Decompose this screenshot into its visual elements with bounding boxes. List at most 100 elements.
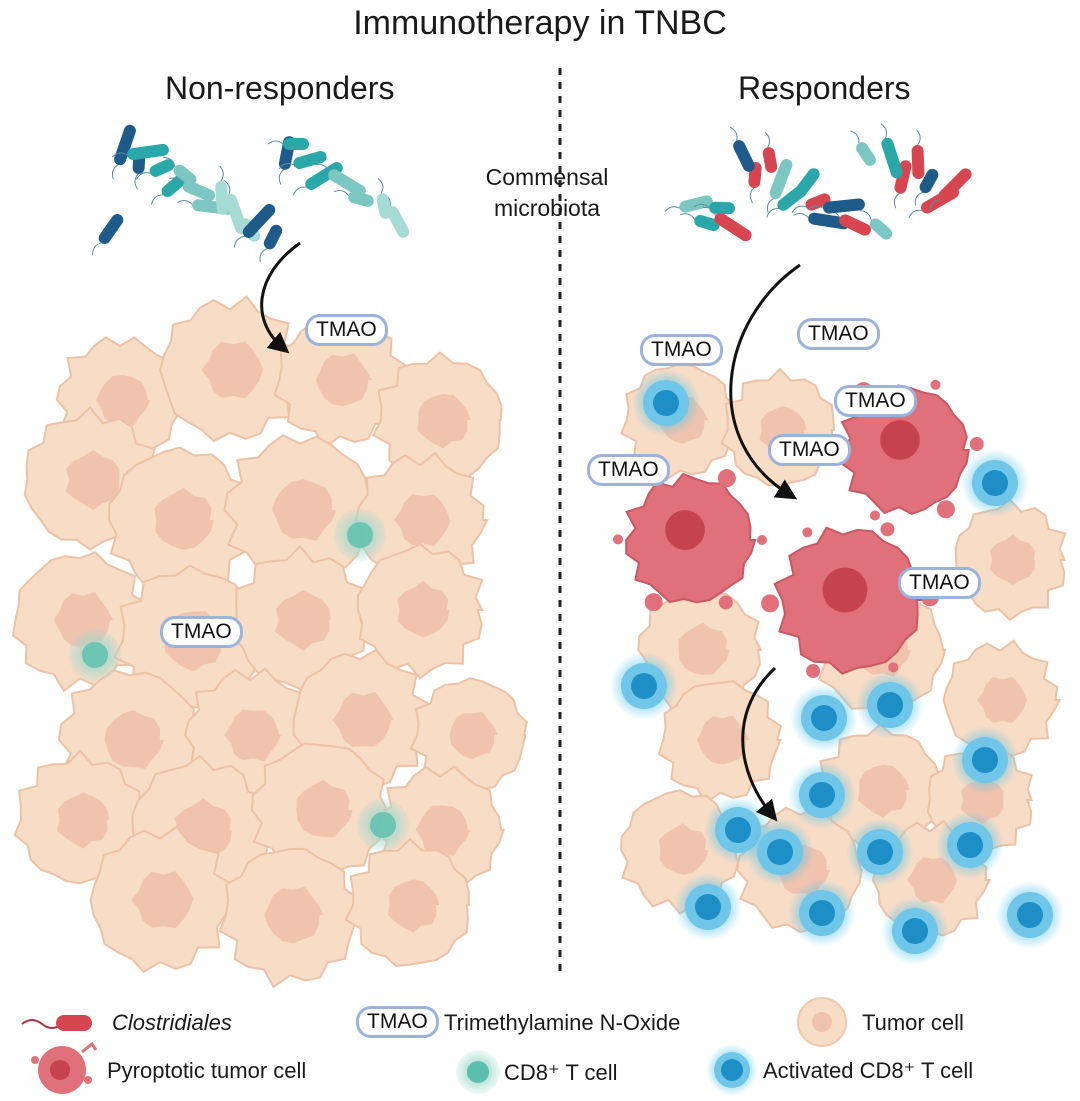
tumor-nucleus [906,857,958,904]
tumor-nucleus [417,394,471,449]
tumor-nucleus [415,805,471,856]
activated-cd8-t-cell-nucleus [1017,902,1043,928]
clostridiales-icon [21,1015,92,1031]
pyroptotic-bleb [870,510,881,521]
legend-cd8-t-cell: CD8⁺ T cell [504,1060,618,1085]
bacterium-flagellum [893,193,900,209]
bacterium [881,137,903,179]
tmao-badge: TMAO [898,567,981,599]
tumor-nucleus [296,780,353,838]
tmao-badge: TMAO [160,616,243,648]
bacterium-flagellum [278,162,294,170]
bacterium [149,159,175,177]
bacterium-flagellum [259,248,268,263]
bacterium-flagellum [729,126,738,141]
bacterium [823,198,865,214]
pyroptotic-bleb [936,500,955,519]
bacterium-flagellum [859,210,872,221]
pyroptotic-bleb [718,595,733,610]
activated-cd8-t-cell-nucleus [725,817,751,843]
microbiota-cluster-left [92,124,410,263]
pyroptotic-tumor-cell-icon [31,1041,98,1094]
bacterium-flagellum [914,191,923,206]
activated-cd8-t-cell-nucleus [957,832,983,858]
arrow-pyroptosis-to-tcells [741,666,778,822]
bacterium-flagellum [177,200,193,205]
pyroptotic-bleb [888,662,899,673]
bacterium-flagellum [793,213,809,219]
activated-cd8-t-cell-nucleus [811,705,837,731]
bacterium-flagellum [749,187,755,204]
bacterium-flagellum [134,173,139,190]
pyroptotic-nucleus [665,510,705,550]
bacterium-flagellum [766,207,779,218]
legend-clostridiales: Clostridiales [112,1010,232,1035]
bacterium [376,193,392,219]
tumor-nucleus [332,691,394,747]
activated-cd8-t-cell-nucleus [982,470,1008,496]
bacterium [305,162,343,190]
pyroptotic-bleb [930,379,941,390]
bacterium [348,191,374,207]
bacterium [805,193,831,211]
bacterium [919,168,939,194]
cd8-t-cell-nucleus [347,522,373,548]
bacterium-flagellum [278,169,285,185]
bacterium-flagellum [807,205,824,211]
pyroptotic-nucleus [880,420,920,460]
tumor-nucleus [275,590,331,651]
bacterium [894,160,912,194]
tmao-badge: TMAO [640,334,723,366]
legend-pyroptotic-tumor-cell: Pyroptotic tumor cell [107,1058,307,1083]
figure-title: Immunotherapy in TNBC [353,4,727,42]
bacterium-flagellum [333,190,349,196]
bacterium [328,169,366,197]
bacterium-flagellum [791,205,807,213]
bacterium-flagellum [293,186,307,196]
tumor-nucleus [658,823,708,875]
bacterium [911,145,925,179]
panel-header-responders: Responders [738,70,911,106]
bacterium [224,193,248,235]
bacterium [769,158,793,200]
arrow-microbiota-to-tumor-right [729,263,801,500]
bacterium-flagellum [908,209,922,219]
bacterium-flagellum [316,163,330,173]
bacterium [679,195,713,213]
bacterium-flagellum [693,203,710,208]
bacterium-flagellum [92,242,102,256]
tumor-nucleus [989,534,1036,585]
pyroptotic-nucleus [822,567,868,613]
bacterium [182,180,216,202]
legend-activated-cd8-t-cell: Activated CD8⁺ T cell [763,1058,974,1083]
bacterium [839,214,871,236]
bacterium-flagellum [111,152,128,158]
pyroptotic-bleb [802,527,813,538]
tumor-nucleus [224,709,282,762]
bacterium-flagellum [223,179,231,195]
bacterium-flagellum [150,194,163,205]
activated-t-cells-right [610,369,1064,965]
tumor-nucleus [56,792,110,849]
bacterium-flagellum [267,140,284,145]
tumor-nucleus [272,479,337,541]
bacterium-flagellum [787,196,797,209]
legend-tmao-badge: TMAO [356,1006,439,1038]
activated-cd8-t-cell-nucleus [877,692,903,718]
tumor-nucleus [976,676,1028,723]
tumor-mass-left [11,295,528,989]
bacterium-flagellum [929,199,941,211]
bacterium-flagellum [880,123,888,139]
pyroptotic-bleb [613,534,624,545]
activated-cd8-t-cell-nucleus [767,839,793,865]
activated-cd8-t-cell-icon [706,1044,758,1096]
tumor-nucleus [678,622,730,675]
bacterium [762,147,778,173]
bacterium [709,201,735,215]
bacterium-flagellum [766,198,774,213]
tumor-nucleus [394,494,451,547]
activated-cd8-t-cell-nucleus [653,390,679,416]
pyroptotic-bleb [806,663,821,678]
bacterium [694,214,720,232]
